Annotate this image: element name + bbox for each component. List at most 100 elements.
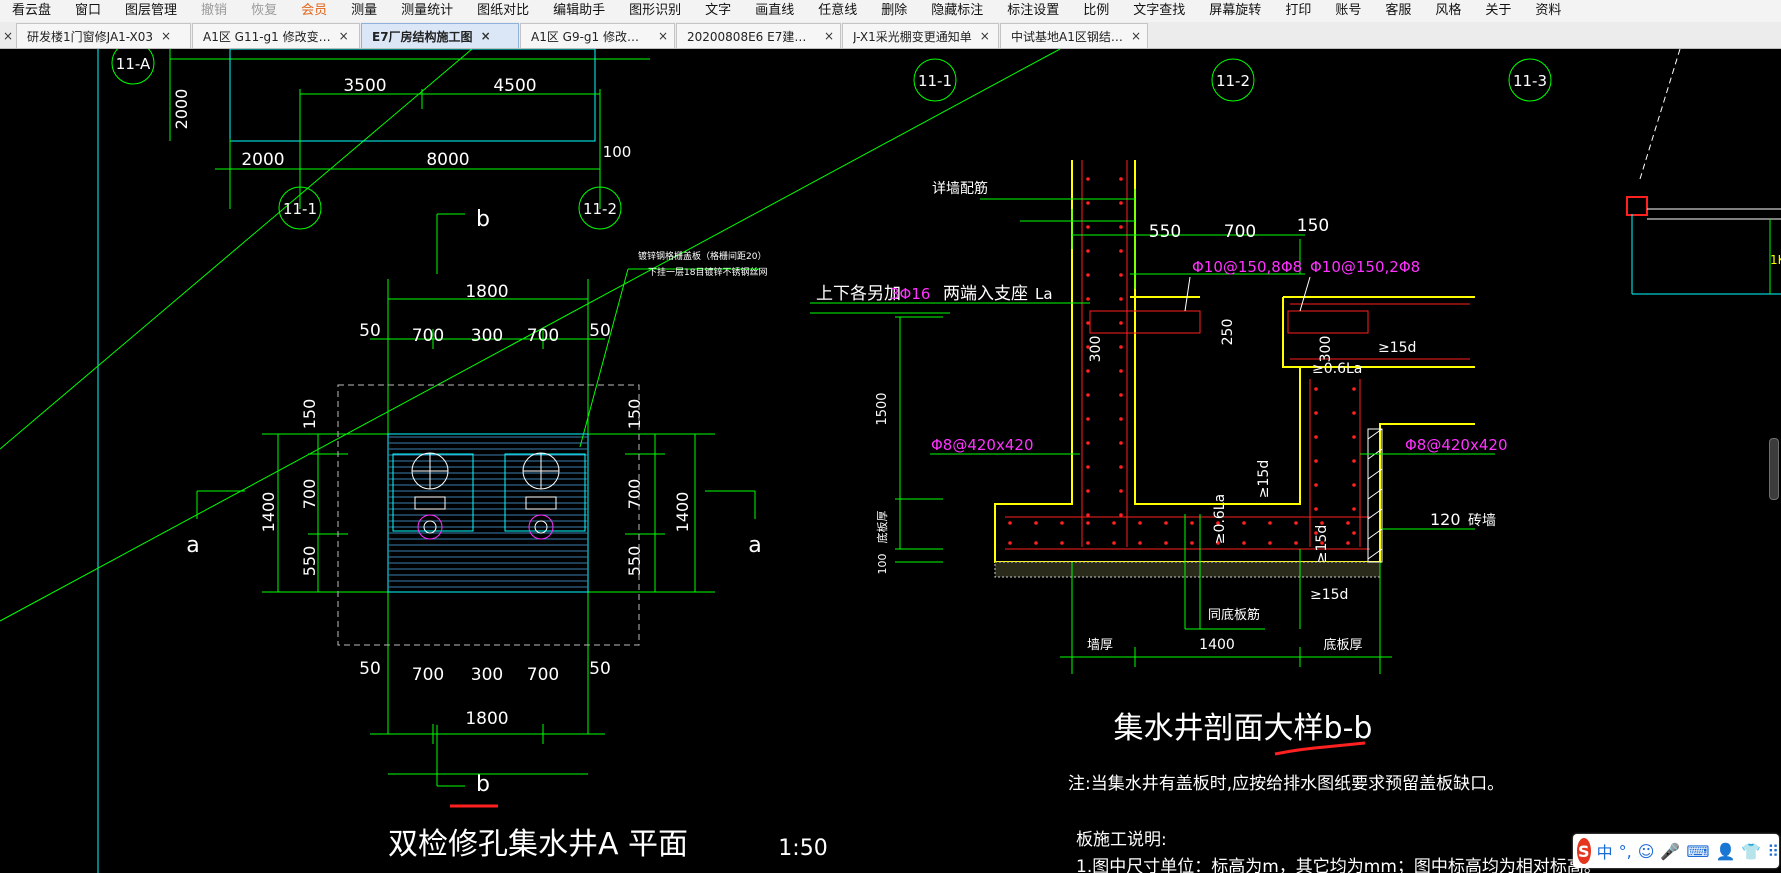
dim-top-2000: 2000 xyxy=(241,150,284,170)
section-b-top: b xyxy=(476,207,490,232)
menu-item[interactable]: 屏幕旋转 xyxy=(1209,3,1262,18)
tab-close-icon[interactable]: × xyxy=(338,29,349,43)
rebar-dot xyxy=(1086,249,1090,253)
dim-300-b: 300 xyxy=(471,665,503,685)
ime-item-icon[interactable]: 👕 xyxy=(1741,841,1762,861)
menu-item[interactable]: 看云盘 xyxy=(12,3,52,18)
document-tab[interactable]: 20200808E6 E7建筑施…× xyxy=(676,23,841,48)
menu-item[interactable]: 图纸对比 xyxy=(477,3,530,18)
rebar-dot xyxy=(1119,513,1123,517)
dim-700-tl: 700 xyxy=(412,326,444,346)
ime-logo-icon[interactable]: S xyxy=(1577,838,1591,864)
menu-item[interactable]: 任意线 xyxy=(818,3,858,18)
tab-label: 中试基地A1区钢结构… xyxy=(1011,29,1123,44)
rebar-dot xyxy=(1119,441,1123,445)
document-tab[interactable]: A1区 G11-g1 修改变… × xyxy=(192,23,360,48)
document-tab[interactable]: J-X1采光棚变更通知单× xyxy=(842,23,999,48)
tab-close-icon[interactable]: × xyxy=(979,29,990,43)
sec-dim-250: 250 xyxy=(1220,319,1236,346)
ime-item-icon[interactable]: 中 xyxy=(1596,843,1613,862)
ime-item-icon[interactable]: ☺ xyxy=(1637,841,1655,861)
menu-item[interactable]: 恢复 xyxy=(251,3,278,18)
menu-item[interactable]: 文字 xyxy=(705,3,732,18)
dim-700-br: 700 xyxy=(527,665,559,685)
section-a-right: a xyxy=(748,533,761,558)
rebar-dot xyxy=(1352,483,1356,487)
menu-item[interactable]: 窗口 xyxy=(75,3,102,18)
menu-item[interactable]: 测量统计 xyxy=(401,3,454,18)
dim-50-tl: 50 xyxy=(359,321,381,341)
slab-thk2: 底板厚 xyxy=(1323,637,1362,653)
vertical-scroll-indicator[interactable] xyxy=(1769,438,1779,500)
plan-note-line2: 下挂一层18目镀锌不锈钢丝网 xyxy=(648,266,767,278)
rebar-dot xyxy=(1119,345,1123,349)
dim-top-4500: 4500 xyxy=(493,76,536,96)
menu-item[interactable]: 客服 xyxy=(1385,3,1412,18)
rebar-dot xyxy=(1320,521,1324,525)
document-tab[interactable]: E7厂房结构施工图× xyxy=(361,23,519,48)
tab-label: 研发楼1门窗修JA1-X03 xyxy=(27,29,154,44)
sec-dim-100: 100 xyxy=(876,554,889,575)
ime-item-icon[interactable]: ⌨ xyxy=(1686,841,1710,861)
menu-item[interactable]: 删除 xyxy=(881,3,908,18)
rebar-dot xyxy=(1119,225,1123,229)
ime-item-icon[interactable]: 🎤 xyxy=(1660,841,1681,861)
drawing-canvas[interactable]: 2000 3500 4500 2000 8000 100 11-A 11-1 1… xyxy=(0,49,1781,873)
menu-item[interactable]: 比例 xyxy=(1083,3,1110,18)
tab-close-icon[interactable]: × xyxy=(161,29,172,43)
menu-item[interactable]: 撤销 xyxy=(201,3,228,18)
menu-item[interactable]: 账号 xyxy=(1335,3,1362,18)
rebar-dot xyxy=(1112,521,1116,525)
rebar-dot xyxy=(1242,521,1246,525)
rebar-dot xyxy=(1138,521,1142,525)
menu-item[interactable]: 图层管理 xyxy=(125,3,178,18)
document-tab[interactable]: 研发楼1门窗修JA1-X03 × xyxy=(16,23,191,48)
rebar-dot xyxy=(1346,521,1350,525)
tab-close-icon[interactable]: × xyxy=(1130,29,1141,43)
menu-bar: 看云盘 窗口 图层管理 撤销 恢复 会员 测量 测量统计 图纸对比 编辑助手 图形识别 文字 画直线 任意… xyxy=(0,0,1781,23)
tab-label: A1区 G11-g1 修改变… xyxy=(203,29,331,44)
menu-item[interactable]: 隐藏标注 xyxy=(931,3,984,18)
dim-700-l: 700 xyxy=(300,479,319,510)
plan-title: 双检修孔集水井A 平面 xyxy=(388,827,688,862)
rebar-dot xyxy=(1119,465,1123,469)
rebar-dot xyxy=(1119,393,1123,397)
menu-item[interactable]: 编辑助手 xyxy=(553,3,606,18)
la06-a: ≥0.6La xyxy=(1312,361,1362,377)
rebar-dot xyxy=(1216,521,1220,525)
rebar-dot xyxy=(1086,513,1090,517)
menu-item[interactable]: 测量 xyxy=(351,3,378,18)
menu-item[interactable]: 图形识别 xyxy=(629,3,682,18)
menu-item[interactable]: 文字查找 xyxy=(1133,3,1186,18)
menu-item[interactable]: 画直线 xyxy=(755,3,795,18)
rebar-dot xyxy=(1086,177,1090,181)
plan-scale: 1:50 xyxy=(778,836,827,861)
dim-1400-r: 1400 xyxy=(673,492,692,533)
sec-dim-300a: 300 xyxy=(1088,336,1104,363)
menu-item[interactable]: 资料 xyxy=(1535,3,1562,18)
tab-close-icon[interactable]: × xyxy=(823,29,834,43)
document-tab[interactable]: A1区 G9-g1 修改变更…× xyxy=(520,23,675,48)
axis-bubble-11-a: 11-A xyxy=(111,49,155,85)
ime-item-icon[interactable]: 👤 xyxy=(1715,841,1736,861)
menu-item[interactable]: 标注设置 xyxy=(1007,3,1060,18)
document-tab[interactable]: 中试基地A1区钢结构… × xyxy=(1000,23,1148,48)
tab-close-icon[interactable]: × xyxy=(480,29,491,43)
rebar-dot xyxy=(1346,541,1350,545)
ime-item-icon[interactable]: ⠿ xyxy=(1767,841,1779,861)
dim-150-r: 150 xyxy=(625,399,644,430)
tab-scroll-close-icon[interactable]: × xyxy=(2,29,14,43)
tab-close-icon[interactable]: × xyxy=(657,29,668,43)
ime-item-icon[interactable]: °, xyxy=(1618,841,1632,861)
section-b-bottom: b xyxy=(476,772,490,797)
menu-item[interactable]: 会员 xyxy=(301,3,328,18)
la06-b: ≥0.6La xyxy=(1212,494,1228,544)
menu-item[interactable]: 关于 xyxy=(1485,3,1512,18)
menu-item[interactable]: 风格 xyxy=(1435,3,1462,18)
menu-item[interactable]: 打印 xyxy=(1285,3,1312,18)
rebar-dot xyxy=(1008,541,1012,545)
dim-top-100: 100 xyxy=(603,143,632,161)
rebar-dot xyxy=(1034,521,1038,525)
d15-c: ≥15d xyxy=(1314,525,1330,563)
